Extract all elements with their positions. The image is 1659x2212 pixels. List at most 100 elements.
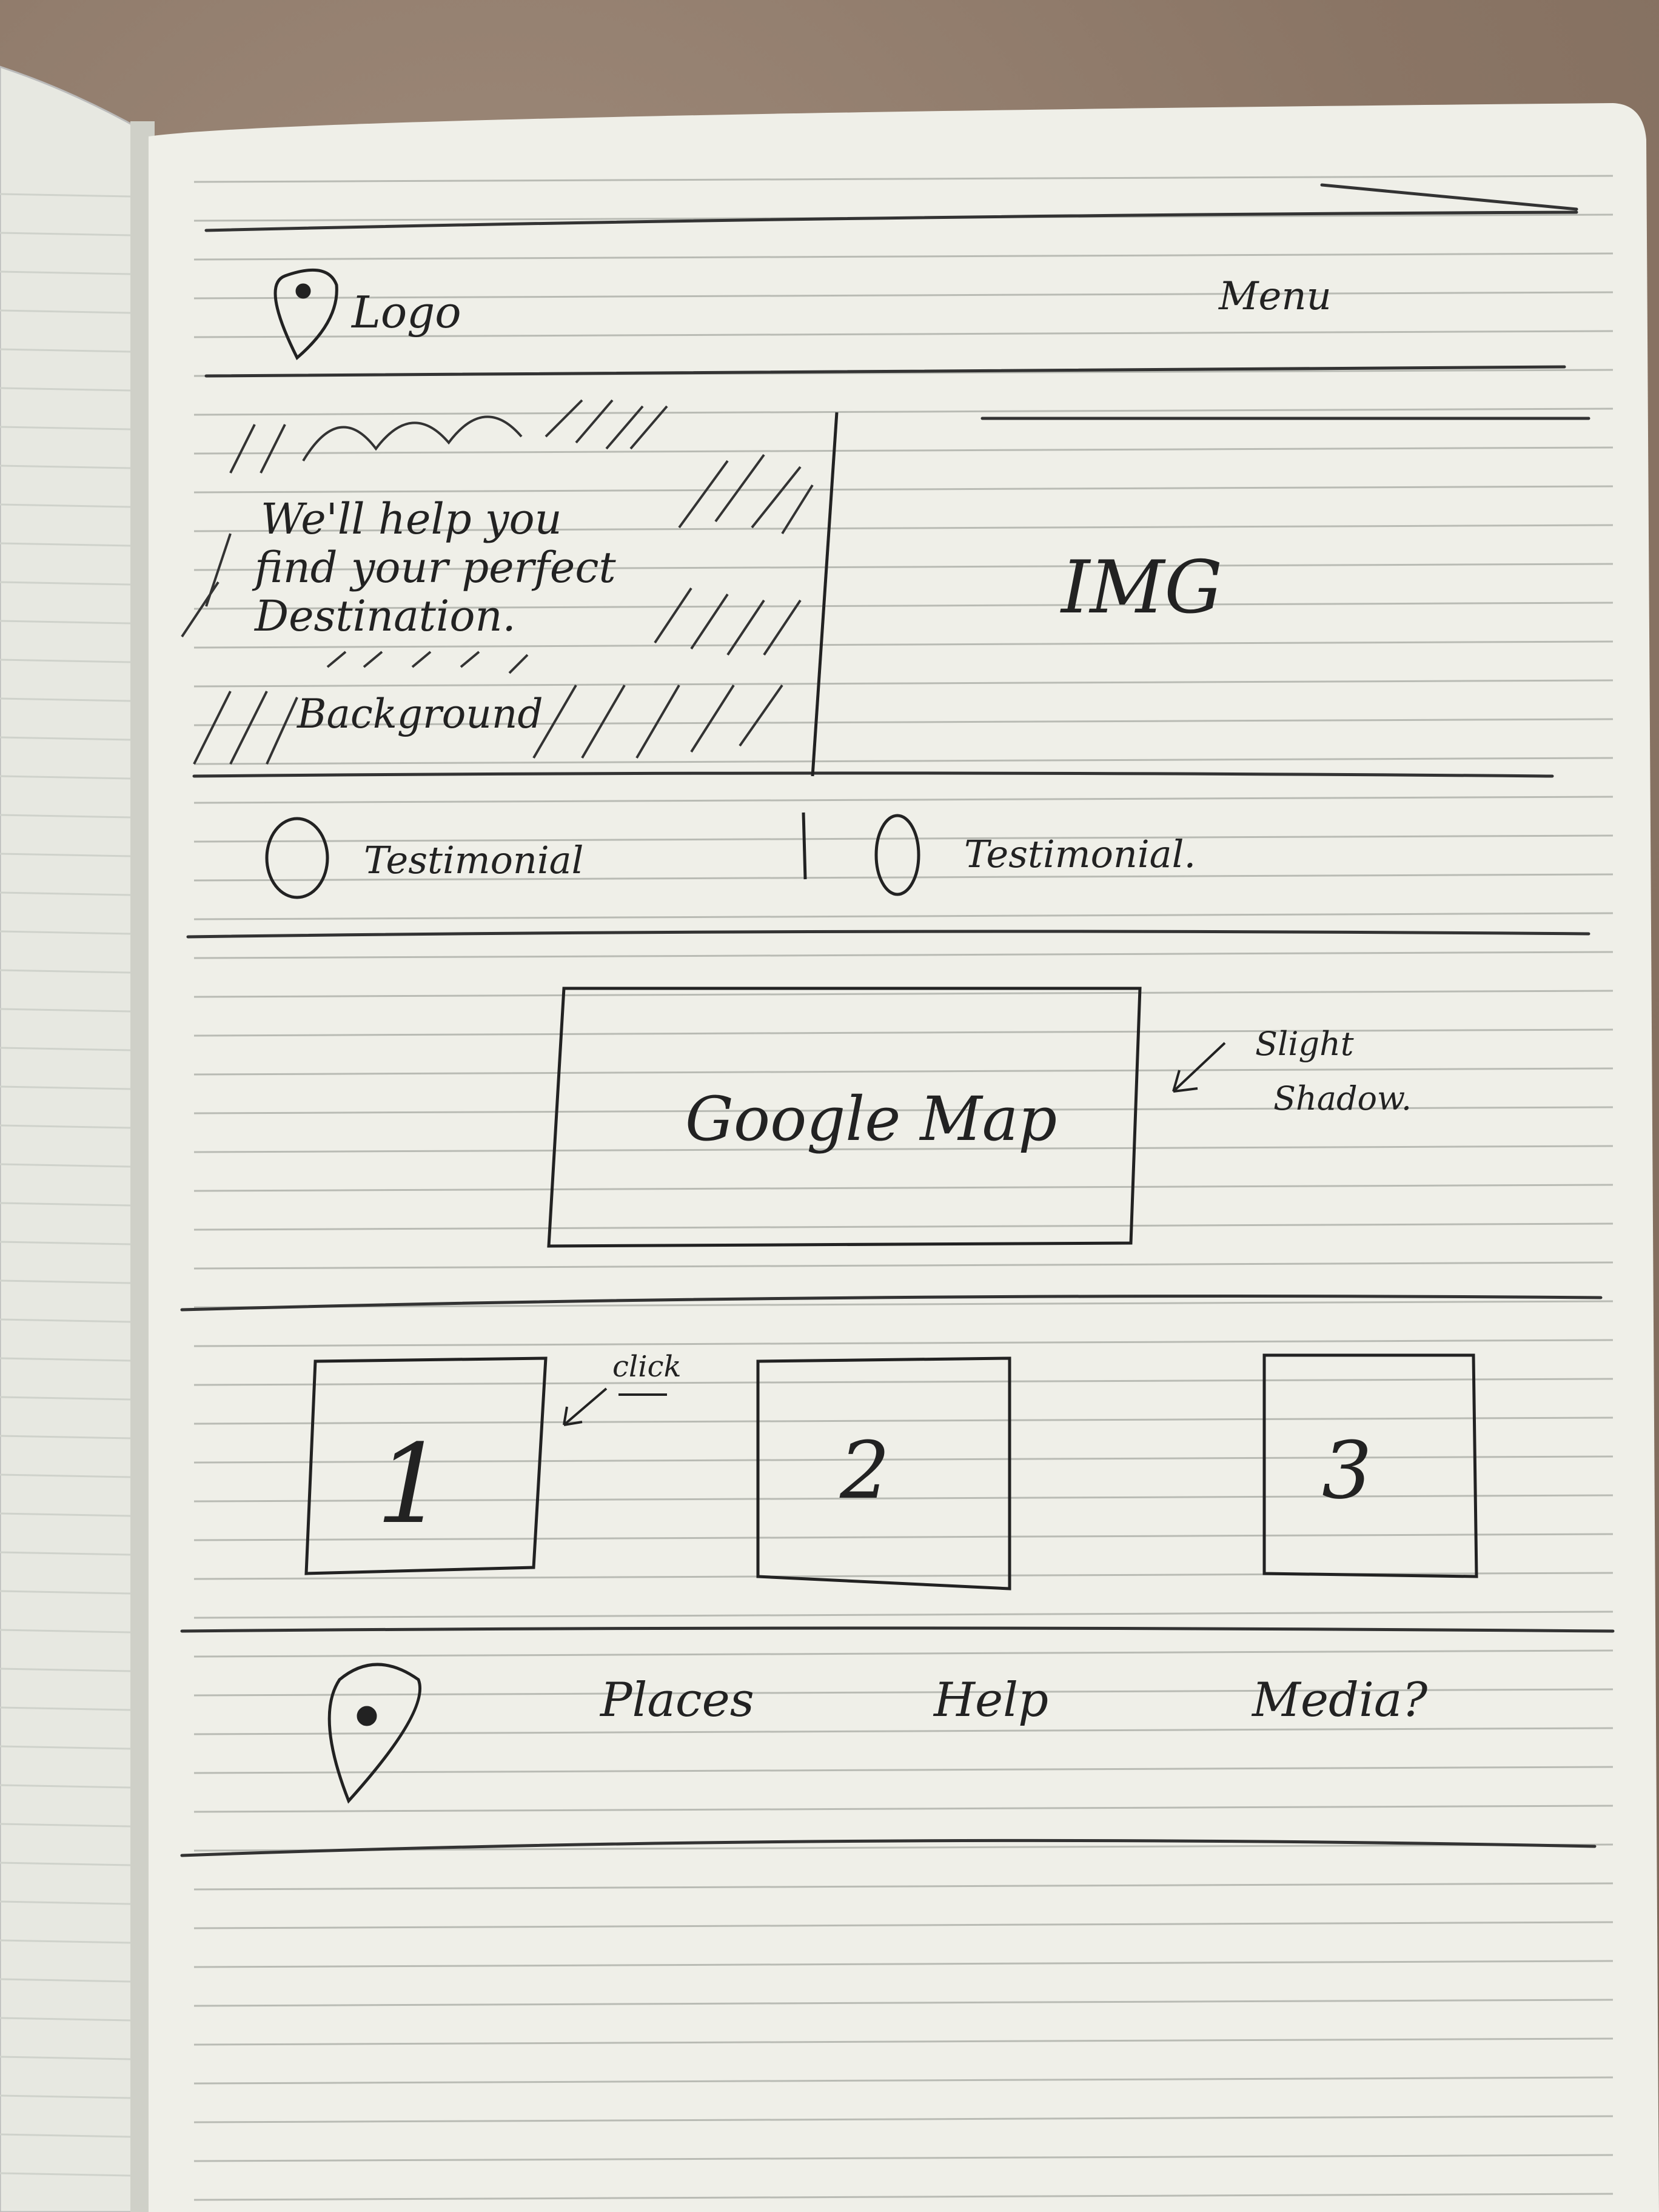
left-ruled-line	[0, 1784, 131, 1789]
left-ruled-line	[0, 1745, 131, 1750]
ruled-line	[193, 1339, 1614, 1347]
testimonial-divider	[802, 812, 807, 880]
left-ruled-line	[0, 1551, 131, 1556]
hero-tagline-line1: We'll help you	[261, 494, 562, 544]
left-ruled-line	[0, 1862, 131, 1866]
left-ruled-line	[0, 2172, 131, 2177]
hero-image-label: IMG	[1060, 546, 1222, 630]
hero-tagline-line2: find your perfect	[252, 543, 617, 592]
ruled-line	[193, 1727, 1614, 1735]
ruled-line	[193, 563, 1614, 571]
ruled-line	[193, 2115, 1614, 2123]
hero-background-label: Background	[297, 691, 543, 737]
ruled-line	[193, 1766, 1614, 1774]
left-ruled-line	[0, 969, 131, 974]
ruled-line	[193, 1300, 1614, 1309]
left-ruled-line	[0, 1900, 131, 1905]
left-ruled-line	[0, 1279, 131, 1284]
card-note-arrow-icon	[563, 1387, 608, 1426]
card-1	[304, 1356, 548, 1575]
right-page	[149, 103, 1659, 2212]
map-note-line1: Slight	[1255, 1025, 1354, 1063]
left-ruled-line	[0, 736, 131, 741]
hero-background-hatching	[181, 399, 814, 765]
card-3	[1262, 1353, 1478, 1578]
ruled-line	[193, 1416, 1614, 1425]
map-label: Google Map	[685, 1084, 1057, 1155]
logo-label: Logo	[350, 287, 461, 338]
left-ruled-line	[0, 620, 131, 625]
testimonial-1-label: Testimonial	[364, 838, 583, 882]
testimonial-1-avatar-icon	[265, 817, 329, 899]
left-ruled-line	[0, 542, 131, 547]
left-ruled-line	[0, 2017, 131, 2022]
ruled-line	[193, 2076, 1614, 2085]
left-ruled-line	[0, 2133, 131, 2138]
left-ruled-line	[0, 930, 131, 935]
left-ruled-line	[0, 1590, 131, 1595]
left-ruled-line	[0, 2094, 131, 2099]
left-ruled-line	[0, 1978, 131, 1983]
ruled-line	[193, 912, 1614, 920]
ruled-line	[193, 1533, 1614, 1541]
left-ruled-line	[0, 1318, 131, 1323]
left-ruled-line	[0, 1396, 131, 1401]
ruled-line	[193, 1106, 1614, 1114]
ruled-line	[193, 1455, 1614, 1464]
left-ruled-line	[0, 1163, 131, 1168]
left-ruled-line	[0, 1473, 131, 1478]
left-ruled-line	[0, 1241, 131, 1245]
ruled-line	[193, 2193, 1614, 2201]
ruled-line	[193, 330, 1614, 338]
left-ruled-line	[0, 1124, 131, 1129]
ruled-line	[193, 1805, 1614, 1813]
left-ruled-line	[0, 1435, 131, 1439]
left-ruled-line	[0, 1629, 131, 1634]
ruled-line	[193, 796, 1614, 804]
left-ruled-line	[0, 2056, 131, 2060]
hero-tagline-line3: Destination.	[253, 591, 516, 641]
ruled-line	[193, 640, 1614, 649]
ruled-line	[193, 1882, 1614, 1891]
ruled-line	[193, 524, 1614, 532]
left-ruled-line	[0, 1357, 131, 1362]
section-separators	[180, 183, 1615, 1857]
ruled-line	[193, 951, 1614, 959]
ruled-line	[193, 1921, 1614, 1929]
left-ruled-line	[0, 193, 131, 198]
left-ruled-line	[0, 309, 131, 314]
left-ruled-line	[0, 1008, 131, 1013]
ruled-line	[193, 1843, 1614, 1852]
left-ruled-line	[0, 659, 131, 663]
left-ruled-line	[0, 1706, 131, 1711]
testimonial-2-label: Testimonial.	[964, 832, 1196, 876]
hero-divider	[811, 412, 839, 777]
left-ruled-line	[0, 1202, 131, 1207]
left-ruled-line	[0, 348, 131, 353]
card-note: click	[612, 1350, 682, 1384]
card-3-label: 3	[1322, 1424, 1372, 1517]
ruled-line	[193, 175, 1614, 183]
footer-link-media: Media?	[1251, 1673, 1428, 1728]
footer-logo-icon	[327, 1663, 422, 1804]
left-ruled-line	[0, 426, 131, 431]
ruled-line	[193, 1999, 1614, 2007]
ruled-line	[193, 1261, 1614, 1270]
ruled-line	[193, 1028, 1614, 1037]
ruled-line	[193, 2037, 1614, 2046]
ruled-line	[193, 873, 1614, 882]
left-ruled-line	[0, 775, 131, 780]
left-page-lines	[0, 193, 131, 2177]
left-ruled-line	[0, 1667, 131, 1672]
ruled-line	[193, 1649, 1614, 1658]
ruled-line	[193, 446, 1614, 455]
ruled-line	[193, 2154, 1614, 2162]
card-1-label: 1	[376, 1421, 446, 1548]
left-ruled-line	[0, 1939, 131, 1944]
left-ruled-line	[0, 232, 131, 236]
ruled-line	[193, 291, 1614, 300]
map-box	[547, 987, 1142, 1248]
ruled-line	[193, 602, 1614, 610]
map-note-arrow-icon	[1172, 1042, 1226, 1093]
